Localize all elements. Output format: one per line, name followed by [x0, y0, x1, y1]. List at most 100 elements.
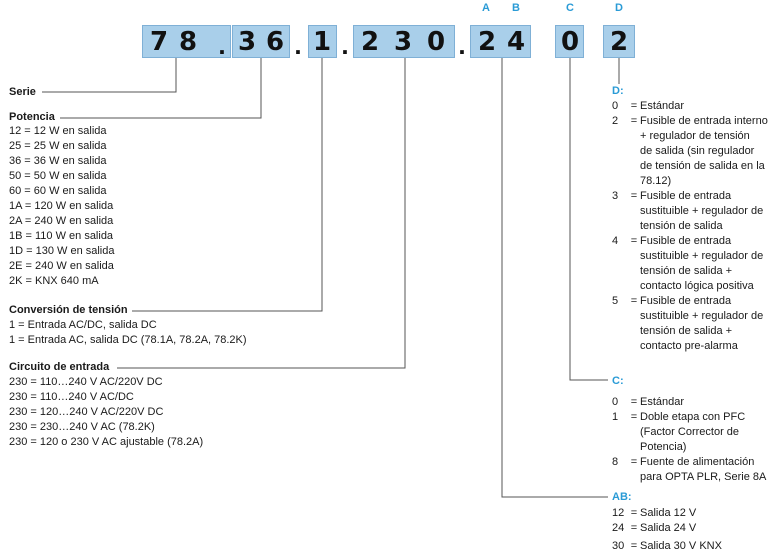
- code-separator: .: [341, 30, 349, 60]
- option-eq: =: [630, 522, 638, 534]
- code-digit: 6: [265, 27, 285, 57]
- option-text: Fusible de entrada interno+ regulador de…: [640, 114, 770, 189]
- code-digit: 3: [393, 27, 413, 57]
- list-item: 1=Doble etapa con PFC(Factor Corrector d…: [612, 410, 770, 455]
- option-line: Salida 30 V KNX: [640, 540, 722, 552]
- option-line: tensión de salida: [640, 220, 723, 232]
- potencia-list: 12 = 12 W en salida 25 = 25 W en salida …: [9, 124, 114, 289]
- list-item: 1D = 130 W en salida: [9, 245, 115, 257]
- circuito-list: 230 = 110…240 V AC/220V DC 230 = 110…240…: [9, 375, 203, 450]
- option-line: Fusible de entrada: [640, 190, 732, 202]
- option-text: Estándar: [640, 395, 770, 410]
- code-letter-b: B: [512, 2, 520, 14]
- option-line: Fusible de entrada interno: [640, 115, 768, 127]
- option-line: Fusible de entrada: [640, 295, 732, 307]
- list-item: 3 =Fusible de entrada sustituible + regula…: [612, 189, 770, 234]
- option-text: Fusible de entrada sustituible + regulado…: [640, 294, 770, 354]
- list-item: 2E = 240 W en salida: [9, 260, 114, 272]
- conversion-connector: [132, 58, 323, 312]
- code-box-serie: [142, 25, 231, 58]
- option-key: 24: [612, 522, 625, 534]
- code-box-c: [555, 25, 584, 58]
- ab-list: 12=Salida 12 V 24=Salida 24 V 30=Salida …: [612, 506, 770, 554]
- option-line: Doble etapa con PFC: [640, 411, 746, 423]
- list-item: 24 =Salida 24 V: [612, 521, 770, 536]
- c-title: C:: [612, 375, 624, 387]
- list-item: 12=Salida 12 V: [612, 506, 770, 521]
- code-digit: 4: [506, 27, 526, 57]
- code-digit: 2: [477, 27, 497, 57]
- option-line: de tensión de salida en la: [640, 160, 765, 172]
- option-line: de salida (sin regulador: [640, 145, 755, 157]
- option-key: 3: [612, 190, 619, 202]
- code-separator: .: [218, 30, 226, 60]
- option-eq: =: [630, 411, 638, 423]
- list-item: 30 =Salida 30 V KNX: [612, 539, 770, 554]
- option-line: sustituible + regulador de: [640, 205, 764, 217]
- option-eq: =: [630, 115, 638, 127]
- option-text: Estándar: [640, 99, 770, 114]
- list-item: 1B = 110 W en salida: [9, 230, 114, 242]
- ab-title: AB:: [612, 491, 632, 503]
- option-line: sustituible + regulador de: [640, 310, 764, 322]
- option-key: 0: [612, 396, 619, 408]
- option-key: 5: [612, 295, 619, 307]
- list-item: 230 = 120…240 V AC/220V DC: [9, 406, 164, 418]
- c-connector: [569, 58, 608, 381]
- c-list: 0=Estándar 1=Doble etapa con PFC(Factor …: [612, 395, 770, 485]
- code-box-circuito: [353, 25, 455, 58]
- list-item: 2 =Fusible de entrada interno+ regulador …: [612, 114, 770, 189]
- list-item: 25 = 25 W en salida: [9, 140, 107, 152]
- option-text: Salida 24 V: [640, 521, 770, 536]
- code-letter-c: C: [566, 2, 574, 14]
- option-key: 8: [612, 456, 619, 468]
- list-item: 60 = 60 W en salida: [9, 185, 107, 197]
- code-digit: 1: [312, 27, 332, 57]
- code-digit: 0: [426, 27, 446, 57]
- list-item: 1 = Entrada AC/DC, salida DC: [9, 319, 157, 331]
- option-line: Potencia): [640, 441, 687, 453]
- option-line: contacto pre-alarma: [640, 340, 738, 352]
- code-box-conversion: [308, 25, 337, 58]
- option-eq: =: [630, 396, 638, 408]
- code-digit: 8: [178, 27, 198, 57]
- option-eq: =: [630, 190, 638, 202]
- option-key: 30: [612, 540, 625, 552]
- list-item: 2K = KNX 640 mA: [9, 275, 99, 287]
- code-letter-a: A: [482, 2, 490, 14]
- option-line: 78.12): [640, 175, 672, 187]
- ab-connector: [501, 58, 608, 498]
- code-letter-d: D: [615, 2, 623, 14]
- code-box-ab: [470, 25, 531, 58]
- option-line: para OPTA PLR, Serie 8A: [640, 471, 767, 483]
- option-line: Estándar: [640, 100, 685, 112]
- option-text: Fusible de entrada sustituible + regulado…: [640, 189, 770, 234]
- option-eq: =: [630, 507, 638, 519]
- option-text: Salida 12 V: [640, 506, 770, 521]
- list-item: 2A = 240 W en salida: [9, 215, 114, 227]
- list-item: 230 = 110…240 V AC/DC: [9, 391, 134, 403]
- potencia-connector: [60, 58, 262, 119]
- option-eq: =: [630, 235, 638, 247]
- option-line: tensión de salida +: [640, 265, 733, 277]
- option-eq: =: [630, 540, 638, 552]
- option-key: 0: [612, 100, 619, 112]
- list-item: 1A = 120 W en salida: [9, 200, 114, 212]
- list-item: 12 = 12 W en salida: [9, 125, 107, 137]
- option-key: 2: [612, 115, 619, 127]
- option-line: contacto lógica positiva: [640, 280, 754, 292]
- list-item: 1 = Entrada AC, salida DC (78.1A, 78.2A,…: [9, 334, 247, 346]
- serie-title: Serie: [9, 86, 36, 98]
- option-eq: =: [630, 456, 638, 468]
- option-line: sustituible + regulador de: [640, 250, 764, 262]
- code-box-d: [603, 25, 635, 58]
- d-list: 0=Estándar 2=Fusible de entrada interno+…: [612, 99, 770, 354]
- circuito-connector: [117, 58, 406, 369]
- code-separator: .: [294, 30, 302, 60]
- list-item: 0 =Estándar: [612, 395, 770, 410]
